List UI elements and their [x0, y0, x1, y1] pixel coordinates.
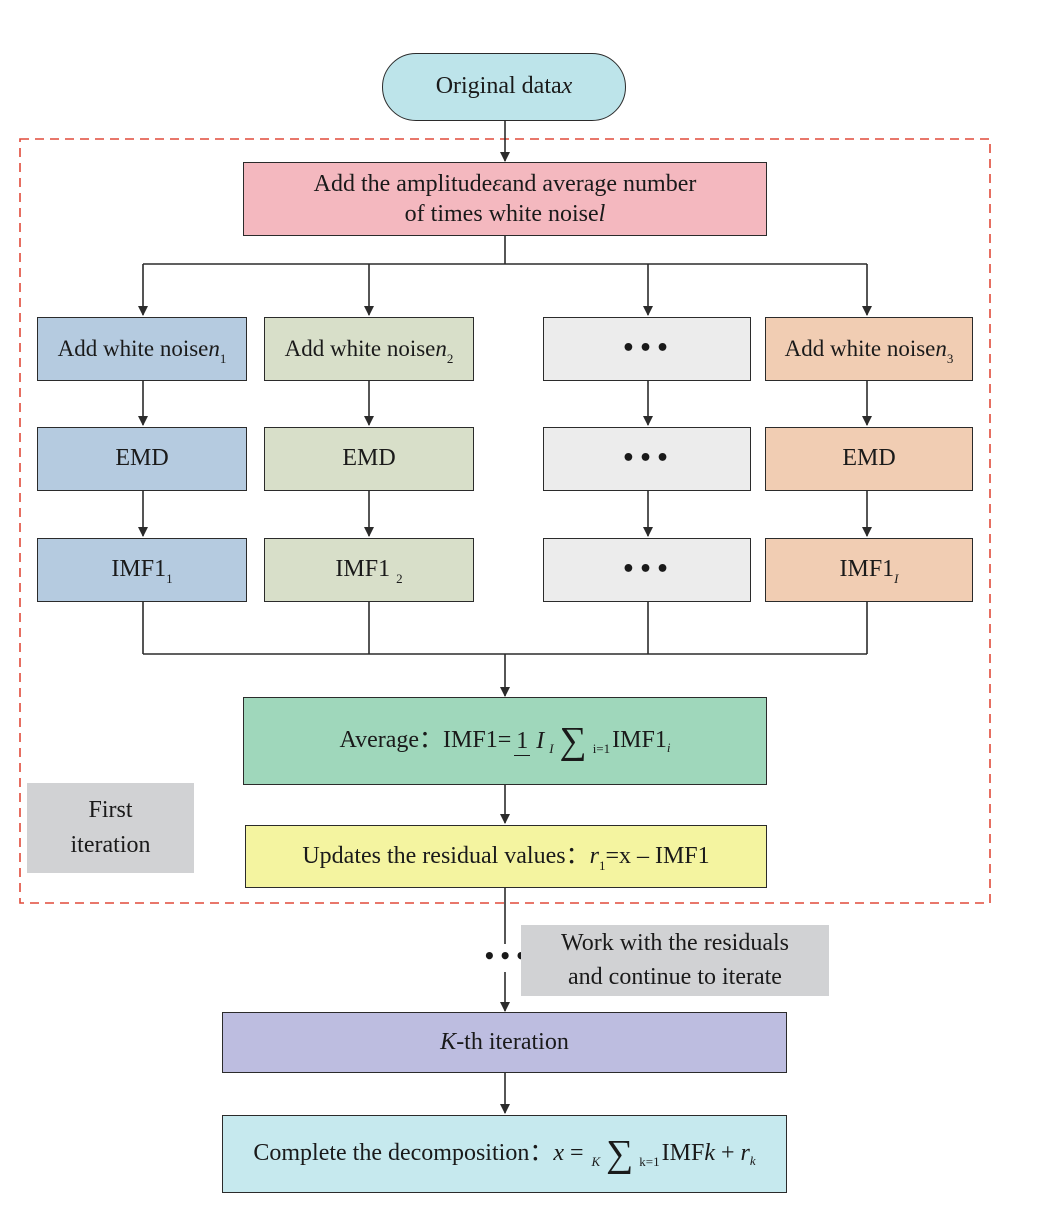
noise-3-var: n: [935, 336, 947, 362]
add-noise-1-label: Add white noise: [57, 336, 209, 362]
add-noise-3-label: Add white noise: [784, 336, 936, 362]
average-fraction: 1 I: [514, 727, 544, 756]
ellipsis-emd-dots: •••: [621, 445, 673, 471]
complete-sum-upper: K: [591, 1153, 601, 1169]
original-data-node: Original data x: [382, 53, 626, 121]
imf1-3-label: IMF1: [839, 556, 895, 583]
add-noise-params-node: Add the amplitude ε and average number o…: [243, 162, 767, 236]
sum-upper-limit: I: [549, 740, 554, 756]
noise-3-sub: 3: [946, 351, 954, 367]
sum-lower-limit: i=1: [592, 740, 611, 756]
epsilon-symbol: ε: [492, 171, 502, 197]
update-residual-node: Updates the residual values：r1=x – IMF1: [245, 825, 767, 888]
first-iteration-line2: iteration: [70, 832, 151, 858]
emd-2-node: EMD: [264, 427, 474, 491]
emd-1-node: EMD: [37, 427, 247, 491]
first-iteration-line1: First: [88, 797, 133, 824]
imf1-1-label: IMF1: [111, 556, 167, 583]
fraction-numerator: 1: [514, 727, 531, 756]
add-white-noise-1-node: Add white noise n1: [37, 317, 247, 381]
continue-iterate-note: Work with the residuals and continue to i…: [521, 925, 829, 996]
complete-x: x: [553, 1140, 564, 1167]
imf1-1-sub: 1: [166, 571, 173, 587]
complete-eq: =: [563, 1140, 590, 1167]
imf1-3-sub: I: [894, 571, 899, 587]
kth-iteration-node: K-th iteration: [222, 1012, 787, 1073]
average-term-sub: i: [666, 739, 671, 755]
imf1-2-label: IMF1: [335, 556, 397, 583]
noise-2-sub: 2: [446, 351, 454, 367]
sigma-icon: ∑: [606, 1132, 634, 1175]
complete-label: Complete the decomposition：: [253, 1140, 554, 1167]
average-label: Average：IMF1=: [339, 727, 512, 754]
imf1-2-sub: 2: [396, 571, 403, 587]
complete-term: IMF: [661, 1140, 705, 1167]
imf1-3-node: IMF1I: [765, 538, 973, 602]
complete-plus: +: [714, 1140, 741, 1167]
imf1-1-node: IMF11: [37, 538, 247, 602]
complete-r-sub: k: [749, 1152, 756, 1168]
ellipsis-noise-dots: •••: [621, 335, 673, 361]
continue-line2: and continue to iterate: [568, 963, 782, 990]
add-noise-2-label: Add white noise: [284, 336, 436, 362]
ellipsis-imf-node: •••: [543, 538, 751, 602]
average-term: IMF1: [612, 727, 667, 754]
fraction-denominator: I: [536, 727, 545, 754]
imf1-2-node: IMF1 2: [264, 538, 474, 602]
complete-k: k: [704, 1140, 715, 1167]
residual-expr: =x – IMF1: [605, 842, 710, 869]
ellipsis-emd-node: •••: [543, 427, 751, 491]
residual-r: r: [589, 842, 599, 869]
original-data-label: Original data: [435, 73, 562, 100]
emd-3-node: EMD: [765, 427, 973, 491]
complete-sum-lower: k=1: [639, 1153, 660, 1169]
noise-line1-pre: Add the amplitude: [313, 171, 493, 197]
emd-1-label: EMD: [115, 445, 169, 472]
l-symbol: l: [598, 201, 606, 227]
complete-sum: K ∑ k=1: [591, 1132, 660, 1175]
residual-label: Updates the residual values：: [302, 842, 590, 869]
original-data-var: x: [561, 73, 573, 100]
noise-1-var: n: [208, 336, 220, 362]
complete-r: r: [740, 1140, 750, 1167]
noise-line1-post: and average number: [501, 171, 697, 197]
noise-2-var: n: [435, 336, 447, 362]
first-iteration-note: First iteration: [27, 783, 194, 873]
add-white-noise-3-node: Add white noise n3: [765, 317, 973, 381]
emd-3-label: EMD: [842, 445, 896, 472]
ellipsis-imf-dots: •••: [621, 556, 673, 582]
noise-1-sub: 1: [219, 351, 227, 367]
complete-decomposition-node: Complete the decomposition： x = K ∑ k=1 …: [222, 1115, 787, 1193]
add-white-noise-2-node: Add white noise n2: [264, 317, 474, 381]
emd-2-label: EMD: [342, 445, 396, 472]
continue-line1: Work with the residuals: [560, 929, 790, 956]
residual-r-sub: 1: [598, 857, 606, 873]
noise-line2-pre: of times white noise: [404, 201, 599, 227]
kth-k-var: K: [440, 1028, 457, 1055]
average-sum: I ∑ i=1: [549, 719, 611, 762]
kth-label: -th iteration: [456, 1028, 569, 1055]
sigma-icon: ∑: [559, 719, 587, 762]
ellipsis-noise-node: •••: [543, 317, 751, 381]
